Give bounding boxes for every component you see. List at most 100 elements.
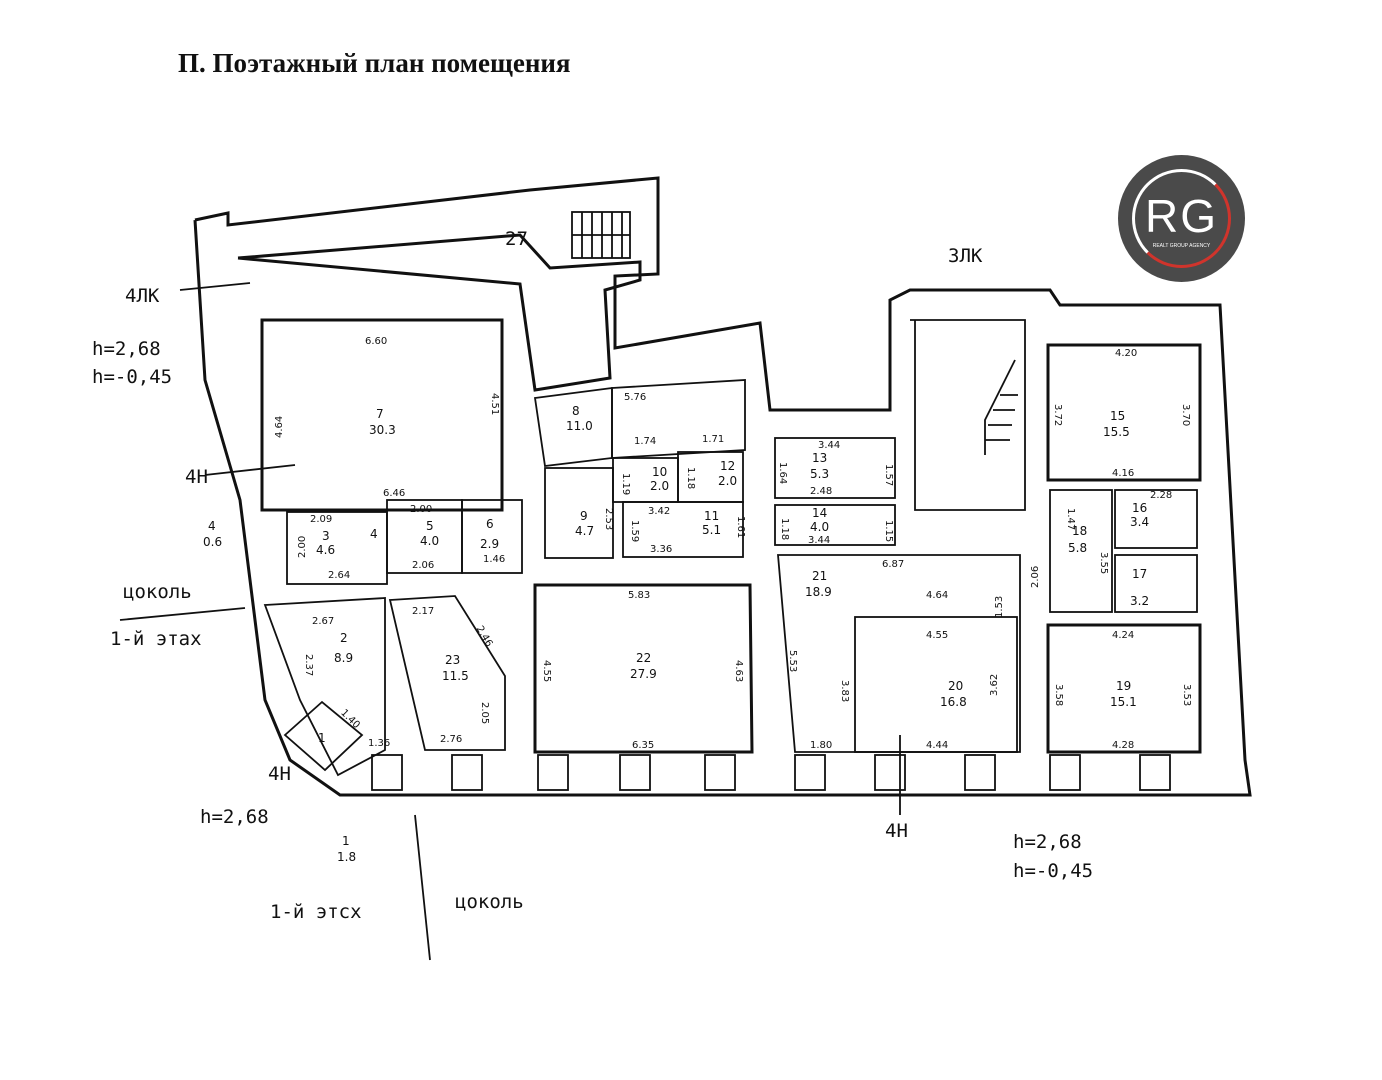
stairs xyxy=(571,211,1018,455)
label-4h-bottom: 4Н xyxy=(885,820,908,842)
label-height-left-2: h=-0,45 xyxy=(92,366,172,388)
dimension-label: 1.59 xyxy=(629,520,640,542)
section-lines xyxy=(119,282,901,961)
room-number: 17 xyxy=(1132,567,1147,581)
dimension-label: 1.57 xyxy=(883,464,894,486)
outer-walls xyxy=(193,176,1252,797)
label-tsokol-left: цоколь xyxy=(123,581,192,603)
dimension-label: 3.53 xyxy=(1181,684,1192,706)
dimension-label: 1.18 xyxy=(779,518,790,540)
logo-mark: RG xyxy=(1145,190,1218,242)
label-3lk: 3ЛК xyxy=(948,245,983,267)
dimension-label: 2.37 xyxy=(303,654,314,676)
dimension-label: 1.80 xyxy=(810,740,832,751)
dimension-label: 1.53 xyxy=(994,596,1005,618)
dimension-label: 3.44 xyxy=(818,440,840,451)
room-number: 21 xyxy=(812,569,827,583)
room-area: 4.7 xyxy=(575,524,594,538)
dimension-label: 4.64 xyxy=(926,590,948,601)
room-area: 4.0 xyxy=(810,520,829,534)
dimension-label: 2.53 xyxy=(603,508,614,530)
room-area: 11.0 xyxy=(566,419,593,433)
dimension-label: 2.76 xyxy=(440,734,462,745)
label-4h-bottom-left: 4Н xyxy=(268,763,291,785)
dimension-label: 6.87 xyxy=(882,559,904,570)
dimension-labels: 6.60 4.64 4.51 6.46 2.09 2.00 2.64 2.00 … xyxy=(274,336,1192,751)
dimension-label: 2.64 xyxy=(328,570,350,581)
label-height-bottom: h=2,68 xyxy=(200,806,269,828)
company-logo: RG REALT GROUP AGENCY xyxy=(1118,155,1245,282)
room-labels: 7 30.3 8 11.0 3 4.6 4 5 4.0 6 2.9 9 4.7 … xyxy=(203,404,1149,864)
room-number: 5 xyxy=(426,519,434,533)
label-tsokol-bottom: цоколь xyxy=(455,891,524,913)
room-area: 30.3 xyxy=(369,423,396,437)
label-height-right-1: h=2,68 xyxy=(1013,831,1082,853)
room-area: 2.9 xyxy=(480,537,499,551)
label-height-left-1: h=2,68 xyxy=(92,338,161,360)
room-area: 3.4 xyxy=(1130,515,1149,529)
dimension-label: 1.64 xyxy=(777,462,788,484)
dimension-label: 3.42 xyxy=(648,506,670,517)
room-number: 1 xyxy=(318,731,326,745)
room-number: 23 xyxy=(445,653,460,667)
dimension-label: 5.76 xyxy=(624,392,646,403)
logo-ring xyxy=(1132,169,1231,268)
dimension-label: 3.83 xyxy=(839,680,850,702)
dimension-label: 2.28 xyxy=(1150,490,1172,501)
dimension-label: 2.09 xyxy=(310,514,332,525)
room-number: 2 xyxy=(340,631,348,645)
dimension-label: 1.19 xyxy=(620,473,631,495)
room-number: 4 xyxy=(208,519,216,533)
dimension-label: 3.55 xyxy=(1098,552,1109,574)
room-area: 0.6 xyxy=(203,535,222,549)
dimension-label: 6.60 xyxy=(365,336,387,347)
room-number: 22 xyxy=(636,651,651,665)
room-number: 13 xyxy=(812,451,827,465)
dimension-label: 2.17 xyxy=(412,606,434,617)
room-area: 3.2 xyxy=(1130,594,1149,608)
label-height-right-2: h=-0,45 xyxy=(1013,860,1093,882)
dimension-label: 4.63 xyxy=(733,660,744,682)
dimension-label: 2.48 xyxy=(810,486,832,497)
dimension-label: 5.53 xyxy=(787,650,798,672)
dimension-label: 6.35 xyxy=(632,740,654,751)
room-area: 4.6 xyxy=(316,543,335,557)
dimension-label: 6.46 xyxy=(383,488,405,499)
room-area: 15.1 xyxy=(1110,695,1137,709)
dimension-label: 4.55 xyxy=(926,630,948,641)
dimension-label: 4.64 xyxy=(274,416,285,438)
dimension-label: 2.46 xyxy=(474,624,495,649)
dimension-label: 2.67 xyxy=(312,616,334,627)
dimension-label: 2.00 xyxy=(410,504,432,515)
label-floor-left: 1-й этах xyxy=(110,628,202,650)
room-area: 27.9 xyxy=(630,667,657,681)
room-area: 4.0 xyxy=(420,534,439,548)
room-area: 5.1 xyxy=(702,523,721,537)
windows xyxy=(371,754,1171,791)
label-27: 27 xyxy=(505,228,528,250)
logo-subtitle: REALT GROUP AGENCY xyxy=(1152,243,1211,249)
room-area: 11.5 xyxy=(442,669,469,683)
room-area: 18.9 xyxy=(805,585,832,599)
page-title: П. Поэтажный план помещения xyxy=(178,48,571,78)
room-area: 2.0 xyxy=(650,479,669,493)
dimension-label: 4.28 xyxy=(1112,740,1134,751)
dimension-label: 1.36 xyxy=(368,738,390,749)
room-area: 2.0 xyxy=(718,474,737,488)
dimension-label: 3.62 xyxy=(989,674,1000,696)
dimension-label: 2.06 xyxy=(412,560,434,571)
room-number: 11 xyxy=(704,509,719,523)
room-area: 1.8 xyxy=(337,850,356,864)
room-number: 3 xyxy=(322,529,330,543)
room-area: 5.3 xyxy=(810,467,829,481)
dimension-label: 1.47 xyxy=(1065,508,1076,530)
dimension-label: 2.06 xyxy=(1030,566,1041,588)
dimension-label: 4.51 xyxy=(489,393,500,415)
room-area: 5.8 xyxy=(1068,541,1087,555)
room-number: 6 xyxy=(486,517,494,531)
dimension-label: 2.00 xyxy=(297,536,308,558)
dimension-label: 3.72 xyxy=(1052,404,1063,426)
room-area: 16.8 xyxy=(940,695,967,709)
label-floor-bottom: 1-й этсх xyxy=(270,901,362,923)
